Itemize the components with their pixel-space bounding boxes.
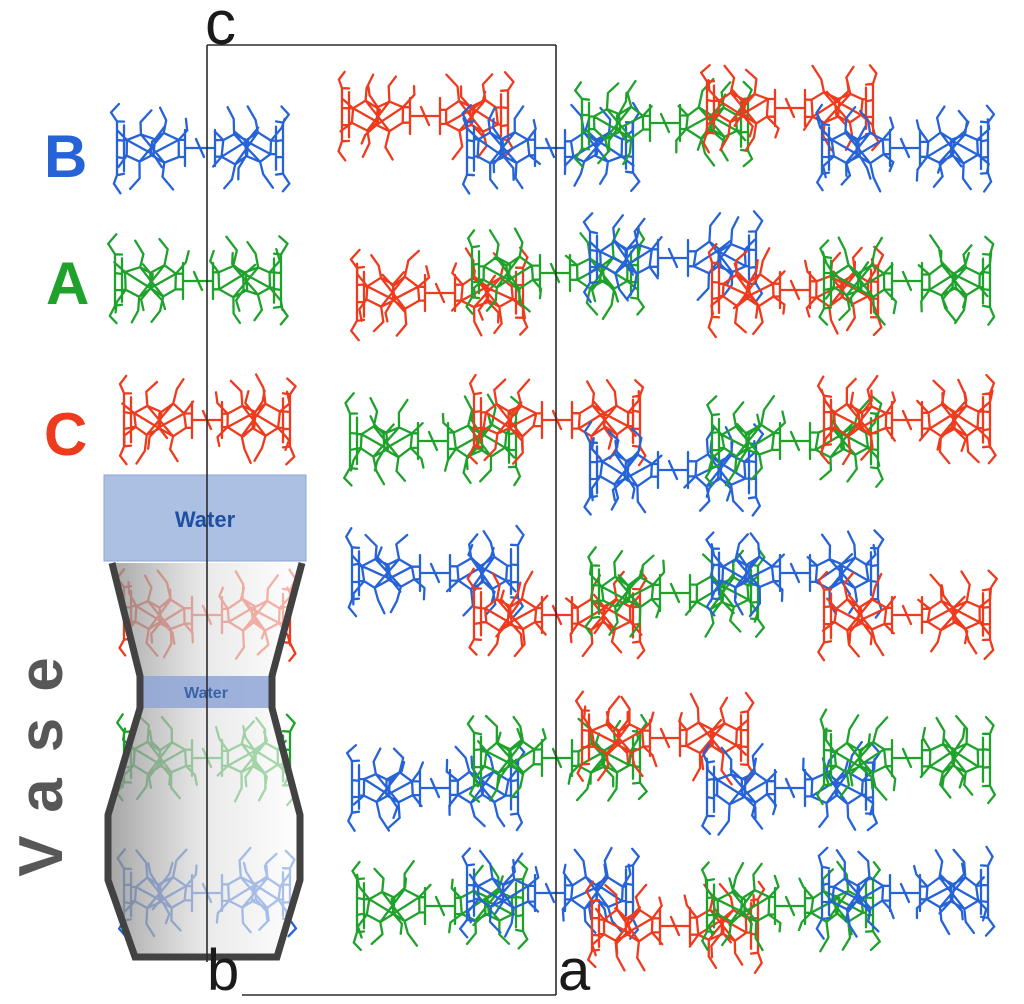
vase: Water Water <box>103 474 307 961</box>
axis-label-b: b <box>207 938 239 1003</box>
axis-labels: c b a <box>205 0 591 1003</box>
molecule-layer-c <box>816 373 997 466</box>
molecule-layer-c <box>707 242 885 339</box>
water-top-band <box>103 474 307 562</box>
water-neck-band <box>140 676 272 708</box>
molecule-layer-c <box>585 880 766 974</box>
molecule-layer-a <box>700 860 881 953</box>
molecule-layer-a <box>343 392 522 487</box>
molecule-layer-b <box>815 845 996 940</box>
molecule-layer-a <box>107 233 289 326</box>
layer-labels: B A C <box>44 123 89 468</box>
molecule-layer-b <box>582 210 764 304</box>
molecule-layer-a <box>465 227 646 321</box>
molecule-layer-c <box>337 70 515 162</box>
molecule-layer-b <box>815 103 996 193</box>
molecule-layer-a <box>816 708 997 806</box>
molecule-layer-b <box>701 740 881 836</box>
molecule-layer-b <box>458 846 640 940</box>
layer-label-b: B <box>44 123 87 190</box>
molecule-layer-a <box>818 234 996 326</box>
molecule-layer-c <box>118 373 297 466</box>
molecule-layer-b <box>345 524 525 618</box>
vase-label: Vase <box>7 631 76 876</box>
molecule-layer-b <box>583 420 765 517</box>
molecule-layer-c <box>574 690 755 786</box>
axis-label-a: a <box>558 938 591 1003</box>
molecule-layer-c <box>817 569 998 662</box>
layer-label-a: A <box>46 250 89 317</box>
molecule-layer-c <box>349 246 529 342</box>
unit-cell-box <box>206 44 557 996</box>
layer-label-c: C <box>44 401 87 468</box>
axis-label-c: c <box>205 0 236 58</box>
molecule-layer-c <box>468 373 647 467</box>
water-top-label: Water <box>175 507 236 532</box>
molecule-layer-b <box>109 102 291 195</box>
water-neck-label: Water <box>184 685 228 702</box>
molecule-layer-a <box>466 713 648 803</box>
vase-body <box>108 563 302 957</box>
molecule-layer-a <box>584 546 766 638</box>
vase-outline <box>104 562 306 961</box>
